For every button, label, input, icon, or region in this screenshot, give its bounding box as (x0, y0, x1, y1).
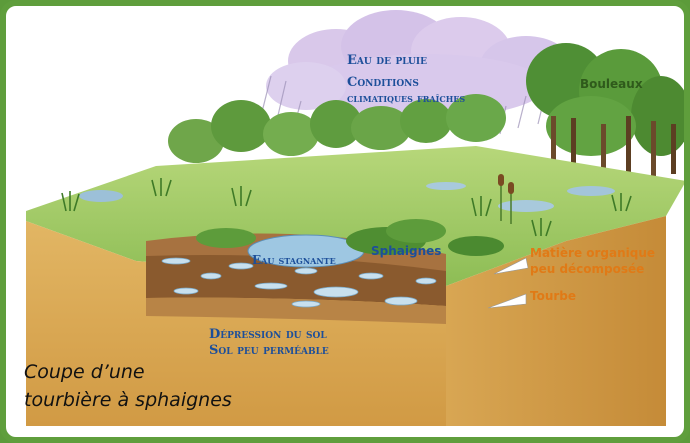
caption-line2: tourbière à sphaignes (24, 386, 232, 414)
depression-label-line1: Dépression du sol (209, 327, 327, 342)
diagram-caption: Coupe d’une tourbière à sphaignes (24, 358, 232, 414)
caption-line1: Coupe d’une (24, 358, 232, 386)
organic-matter-label-line2: peu décomposée (530, 262, 644, 276)
birch-label: Bouleaux (580, 77, 643, 91)
organic-matter-label-line1: Matière organique (530, 246, 655, 260)
stagnant-water-label: Eau stagnante (252, 253, 336, 267)
sphagnum-label: Sphaignes (371, 244, 441, 258)
rain-label: Eau de pluie (347, 53, 427, 68)
climate-label-line2: climatiques fraîches (347, 91, 465, 105)
peat-label: Tourbe (530, 289, 576, 303)
climate-label-line1: Conditions (347, 75, 419, 90)
depression-label-line2: Sol peu perméable (209, 343, 329, 358)
